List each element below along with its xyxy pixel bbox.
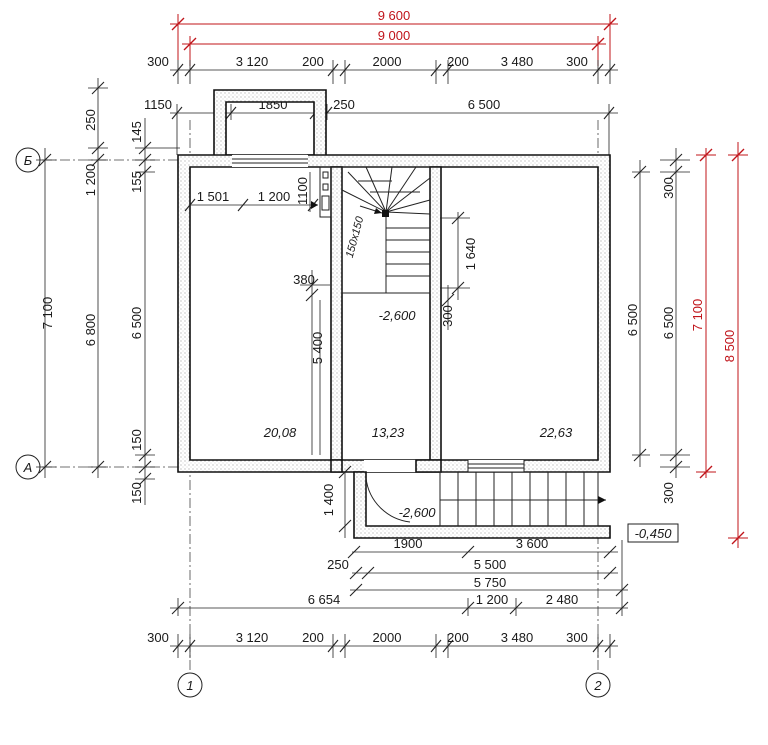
outside-stair bbox=[439, 471, 606, 527]
top-red-dimensions: 9 600 9 000 bbox=[170, 8, 618, 66]
dim-left-1200: 1 200 bbox=[83, 164, 98, 197]
dim-bottom-chain-1: 3 120 bbox=[236, 630, 269, 645]
dim-bottom-chain-3: 2000 bbox=[373, 630, 402, 645]
column-marker bbox=[382, 210, 389, 217]
room-middle-area: 13,23 bbox=[372, 425, 405, 440]
bottom-dimension-row-4: 6 654 1 200 2 480 bbox=[170, 540, 629, 616]
room-right-area: 22,63 bbox=[539, 425, 573, 440]
dim-bottom-3600: 3 600 bbox=[516, 536, 549, 551]
dim-bottom-1200: 1 200 bbox=[476, 592, 509, 607]
outside-level-mark: -0,450 bbox=[635, 526, 673, 541]
dim-top-chain-0: 300 bbox=[147, 54, 169, 69]
dim-left-7100: 7 100 bbox=[40, 297, 55, 330]
bottom-chain-dimension: 300 3 120 200 2000 200 3 480 300 bbox=[147, 630, 618, 658]
dim-1100: 1100 bbox=[295, 177, 310, 205]
dim-right-red-8500: 8 500 bbox=[722, 330, 737, 363]
dim-1640: 1 640 bbox=[463, 238, 478, 271]
dim-porch-6500: 6 500 bbox=[468, 97, 501, 112]
dim-1400: 1 400 bbox=[321, 484, 336, 517]
dim-left-150-b: 150 bbox=[129, 482, 144, 504]
dim-bottom-chain-6: 300 bbox=[566, 630, 588, 645]
interior-walls bbox=[330, 166, 442, 473]
dim-left-6800: 6 800 bbox=[83, 314, 98, 347]
dim-top-chain-3: 2000 bbox=[373, 54, 402, 69]
dim-bottom-chain-0: 300 bbox=[147, 630, 169, 645]
dim-bottom-5500: 5 500 bbox=[474, 557, 507, 572]
dim-top-chain-4: 200 bbox=[447, 54, 469, 69]
interior-stair bbox=[341, 166, 431, 294]
dim-right-300-a: 300 bbox=[661, 177, 676, 199]
top-chain-dimension: 300 3 120 200 2000 200 3 480 300 bbox=[147, 54, 618, 84]
dim-bottom-6654: 6 654 bbox=[308, 592, 341, 607]
wall-openings bbox=[232, 155, 525, 472]
dim-right-red-7100: 7 100 bbox=[690, 299, 705, 332]
porch-walls bbox=[213, 89, 327, 161]
left-dimensions: 7 100 250 1 200 6 800 bbox=[36, 78, 180, 505]
dim-top-chain-6: 300 bbox=[566, 54, 588, 69]
dim-left-145: 145 bbox=[129, 121, 144, 143]
stair-level-mark: -2,600 bbox=[399, 505, 437, 520]
middle-level-mark: -2,600 bbox=[379, 308, 417, 323]
dim-bottom-2480: 2 480 bbox=[546, 592, 579, 607]
dim-top-chain-1: 3 120 bbox=[236, 54, 269, 69]
dim-top-chain-5: 3 480 bbox=[501, 54, 534, 69]
dim-bottom-chain-2: 200 bbox=[302, 630, 324, 645]
dim-5400: 5 400 bbox=[310, 332, 325, 365]
dim-left-6500: 6 500 bbox=[129, 307, 144, 340]
dim-top-chain-2: 200 bbox=[302, 54, 324, 69]
column-size-label: 150x150 bbox=[344, 214, 367, 259]
dim-1200: 1 200 bbox=[258, 189, 291, 204]
room-left-area: 20,08 bbox=[263, 425, 297, 440]
axis-label-1: 1 bbox=[186, 678, 193, 693]
dim-1501: 1 501 bbox=[197, 189, 230, 204]
dim-bottom-5750: 5 750 bbox=[474, 575, 507, 590]
dim-right-300-b: 300 bbox=[661, 482, 676, 504]
dim-porch-1150: 1150 bbox=[144, 97, 172, 112]
dim-porch-250: 250 bbox=[333, 97, 355, 112]
dim-300: 300 bbox=[440, 305, 455, 327]
axis-label-a: А bbox=[23, 460, 33, 475]
dim-bottom-250: 250 bbox=[327, 557, 349, 572]
dim-right-6500-b: 6 500 bbox=[661, 307, 676, 340]
dim-380: 380 bbox=[293, 272, 315, 287]
right-dimensions: 6 500 300 6 500 300 7 100 8 500 bbox=[625, 142, 748, 548]
dim-left-250: 250 bbox=[83, 109, 98, 131]
bottom-dimension-row-1: 1900 3 600 bbox=[347, 536, 618, 559]
axis-bubble-1: 1 bbox=[177, 672, 203, 698]
axis-label-b: Б bbox=[24, 153, 33, 168]
dim-overall-outer: 9 600 bbox=[378, 8, 411, 23]
entrance-vestibule bbox=[353, 471, 611, 539]
dim-left-155: 155 bbox=[129, 171, 144, 193]
dim-overall-inner: 9 000 bbox=[378, 28, 411, 43]
dim-left-150-a: 150 bbox=[129, 429, 144, 451]
axis-bubble-a: А bbox=[15, 454, 41, 480]
exterior-walls bbox=[177, 154, 611, 473]
interior-dimensions: 1 501 1 200 1100 380 5 400 1 640 300 1 4… bbox=[184, 172, 478, 538]
axis-bubble-2: 2 bbox=[585, 672, 611, 698]
dim-bottom-1900: 1900 bbox=[394, 536, 423, 551]
dim-right-6500-a: 6 500 bbox=[625, 304, 640, 337]
dim-bottom-chain-4: 200 bbox=[447, 630, 469, 645]
bottom-dimension-row-2: 250 5 500 bbox=[327, 557, 618, 580]
bottom-dimension-row-3: 5 750 bbox=[349, 575, 629, 597]
utility-boxes bbox=[319, 166, 332, 218]
dim-bottom-chain-5: 3 480 bbox=[501, 630, 534, 645]
axis-label-2: 2 bbox=[593, 678, 602, 693]
room-labels: 20,08 13,23 22,63 -2,600 -2,600 -0,450 bbox=[263, 308, 679, 543]
